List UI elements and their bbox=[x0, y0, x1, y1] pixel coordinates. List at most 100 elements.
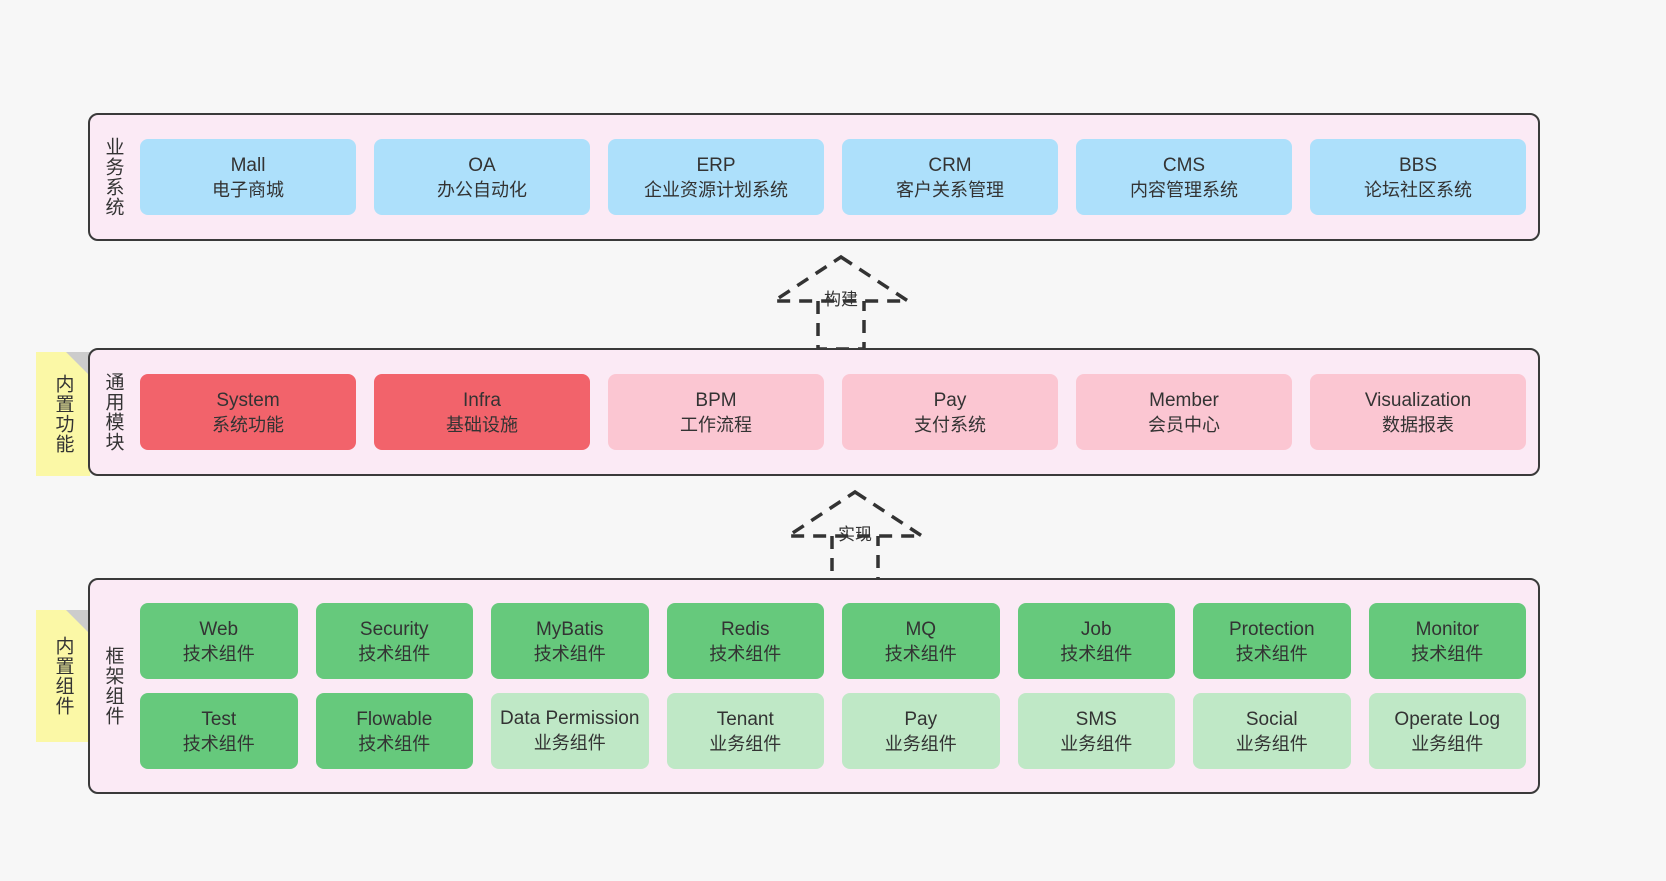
node-crm-title: CRM bbox=[928, 154, 972, 176]
node-mall-subtitle: 电子商城 bbox=[212, 179, 284, 200]
node-pay-module[interactable]: Pay 支付系统 bbox=[842, 374, 1058, 450]
node-bbs-title: BBS bbox=[1398, 154, 1438, 176]
node-social[interactable]: Social 业务组件 bbox=[1193, 693, 1351, 769]
layer-common-modules[interactable]: 通用模块 System 系统功能 Infra 基础设施 BPM 工作流程 Pay bbox=[88, 348, 1540, 476]
node-crm[interactable]: CRM 客户关系管理 bbox=[842, 139, 1058, 215]
node-visualization-title: Visualization bbox=[1364, 389, 1472, 411]
node-mybatis-title: MyBatis bbox=[535, 618, 604, 640]
node-infra[interactable]: Infra 基础设施 bbox=[374, 374, 590, 450]
node-tenant-subtitle: 业务组件 bbox=[709, 733, 782, 754]
node-pay-component-subtitle: 业务组件 bbox=[884, 733, 957, 754]
node-mybatis-subtitle: 技术组件 bbox=[533, 643, 606, 664]
node-erp-title: ERP bbox=[696, 154, 736, 176]
node-visualization[interactable]: Visualization 数据报表 bbox=[1310, 374, 1526, 450]
node-pay-module-subtitle: 支付系统 bbox=[914, 414, 986, 435]
node-redis[interactable]: Redis 技术组件 bbox=[666, 603, 824, 679]
node-data-permission-subtitle: 业务组件 bbox=[533, 733, 606, 753]
node-data-permission[interactable]: Data Permission 业务组件 bbox=[491, 693, 649, 769]
connector-implement-label: 实现 bbox=[838, 525, 872, 544]
node-monitor-title: Monitor bbox=[1415, 618, 1479, 640]
node-test-subtitle: 技术组件 bbox=[182, 733, 255, 754]
connector-build: 构建 bbox=[756, 253, 926, 353]
node-member[interactable]: Member 会员中心 bbox=[1076, 374, 1292, 450]
node-web-subtitle: 技术组件 bbox=[182, 643, 255, 664]
layer-body-framework-components: Web 技术组件 Security 技术组件 MyBatis 技术组件 Redi… bbox=[136, 580, 1538, 792]
layer-title-common-modules: 通用模块 bbox=[102, 372, 124, 452]
node-bpm-title: BPM bbox=[695, 389, 737, 411]
node-bbs[interactable]: BBS 论坛社区系统 bbox=[1310, 139, 1526, 215]
node-pay-component-title: Pay bbox=[904, 708, 938, 730]
node-sms-title: SMS bbox=[1075, 708, 1117, 730]
node-social-subtitle: 业务组件 bbox=[1235, 733, 1308, 754]
node-job-title: Job bbox=[1080, 618, 1112, 640]
node-bpm[interactable]: BPM 工作流程 bbox=[608, 374, 824, 450]
connector-implement: 实现 bbox=[770, 488, 940, 588]
node-infra-subtitle: 基础设施 bbox=[446, 414, 518, 435]
sticky-fold-corner-icon bbox=[66, 610, 90, 634]
node-tenant[interactable]: Tenant 业务组件 bbox=[666, 693, 824, 769]
node-job-subtitle: 技术组件 bbox=[1060, 643, 1133, 664]
layer-body-business-systems: Mall 电子商城 OA 办公自动化 ERP 企业资源计划系统 CRM 客户关系… bbox=[136, 115, 1538, 239]
sticky-note-builtin-features-label: 内置功能 bbox=[52, 374, 74, 454]
node-protection[interactable]: Protection 技术组件 bbox=[1193, 603, 1351, 679]
node-mall[interactable]: Mall 电子商城 bbox=[140, 139, 356, 215]
node-redis-subtitle: 技术组件 bbox=[709, 643, 782, 664]
node-monitor-subtitle: 技术组件 bbox=[1411, 643, 1484, 664]
node-data-permission-title: Data Permission bbox=[500, 708, 640, 729]
node-bbs-subtitle: 论坛社区系统 bbox=[1364, 179, 1472, 200]
node-oa-subtitle: 办公自动化 bbox=[437, 179, 527, 200]
common-modules-row: System 系统功能 Infra 基础设施 BPM 工作流程 Pay 支付系统… bbox=[140, 374, 1526, 450]
node-operate-log-subtitle: 业务组件 bbox=[1411, 733, 1484, 754]
node-monitor[interactable]: Monitor 技术组件 bbox=[1368, 603, 1526, 679]
node-mybatis[interactable]: MyBatis 技术组件 bbox=[491, 603, 649, 679]
node-visualization-subtitle: 数据报表 bbox=[1382, 414, 1454, 435]
node-flowable-title: Flowable bbox=[356, 708, 433, 730]
layer-title-framework-components: 框架组件 bbox=[102, 646, 124, 726]
connector-build-label: 构建 bbox=[824, 290, 858, 309]
node-pay-module-title: Pay bbox=[933, 389, 967, 411]
node-system[interactable]: System 系统功能 bbox=[140, 374, 356, 450]
node-bpm-subtitle: 工作流程 bbox=[680, 414, 752, 435]
node-member-subtitle: 会员中心 bbox=[1148, 414, 1220, 435]
layer-framework-components[interactable]: 框架组件 Web 技术组件 Security 技术组件 MyBatis 技术组件… bbox=[88, 578, 1540, 794]
node-mall-title: Mall bbox=[230, 154, 266, 176]
node-sms[interactable]: SMS 业务组件 bbox=[1017, 693, 1175, 769]
node-mq-title: MQ bbox=[905, 618, 937, 640]
node-sms-subtitle: 业务组件 bbox=[1060, 733, 1133, 754]
node-mq[interactable]: MQ 技术组件 bbox=[842, 603, 1000, 679]
node-oa[interactable]: OA 办公自动化 bbox=[374, 139, 590, 215]
node-security-title: Security bbox=[359, 618, 429, 640]
node-system-subtitle: 系统功能 bbox=[212, 414, 284, 435]
node-pay-component[interactable]: Pay 业务组件 bbox=[842, 693, 1000, 769]
node-test-title: Test bbox=[201, 708, 237, 730]
sticky-fold-corner-icon bbox=[66, 352, 90, 376]
sticky-note-builtin-components-label: 内置组件 bbox=[52, 636, 74, 716]
node-cms-title: CMS bbox=[1162, 154, 1206, 176]
node-redis-title: Redis bbox=[720, 618, 770, 640]
node-security-subtitle: 技术组件 bbox=[358, 643, 431, 664]
node-protection-title: Protection bbox=[1228, 618, 1315, 640]
node-security[interactable]: Security 技术组件 bbox=[315, 603, 473, 679]
node-job[interactable]: Job 技术组件 bbox=[1017, 603, 1175, 679]
framework-components-row-tech: Web 技术组件 Security 技术组件 MyBatis 技术组件 Redi… bbox=[140, 603, 1526, 679]
sticky-note-builtin-components[interactable]: 内置组件 bbox=[36, 610, 90, 742]
framework-components-row-biz: Test 技术组件 Flowable 技术组件 Data Permission … bbox=[140, 693, 1526, 769]
layer-body-common-modules: System 系统功能 Infra 基础设施 BPM 工作流程 Pay 支付系统… bbox=[136, 350, 1538, 474]
node-cms[interactable]: CMS 内容管理系统 bbox=[1076, 139, 1292, 215]
node-operate-log[interactable]: Operate Log 业务组件 bbox=[1368, 693, 1526, 769]
layer-business-systems[interactable]: 业务系统 Mall 电子商城 OA 办公自动化 ERP 企业资源计划系统 CRM bbox=[88, 113, 1540, 241]
node-member-title: Member bbox=[1149, 389, 1219, 411]
node-erp[interactable]: ERP 企业资源计划系统 bbox=[608, 139, 824, 215]
node-web-title: Web bbox=[199, 618, 239, 640]
node-test[interactable]: Test 技术组件 bbox=[140, 693, 298, 769]
sticky-note-builtin-features[interactable]: 内置功能 bbox=[36, 352, 90, 476]
node-tenant-title: Tenant bbox=[716, 708, 774, 730]
node-web[interactable]: Web 技术组件 bbox=[140, 603, 298, 679]
layer-title-business-systems: 业务系统 bbox=[102, 137, 124, 217]
node-flowable[interactable]: Flowable 技术组件 bbox=[315, 693, 473, 769]
node-oa-title: OA bbox=[468, 154, 496, 176]
node-flowable-subtitle: 技术组件 bbox=[358, 733, 431, 754]
business-systems-row: Mall 电子商城 OA 办公自动化 ERP 企业资源计划系统 CRM 客户关系… bbox=[140, 139, 1526, 215]
node-operate-log-title: Operate Log bbox=[1394, 708, 1501, 730]
